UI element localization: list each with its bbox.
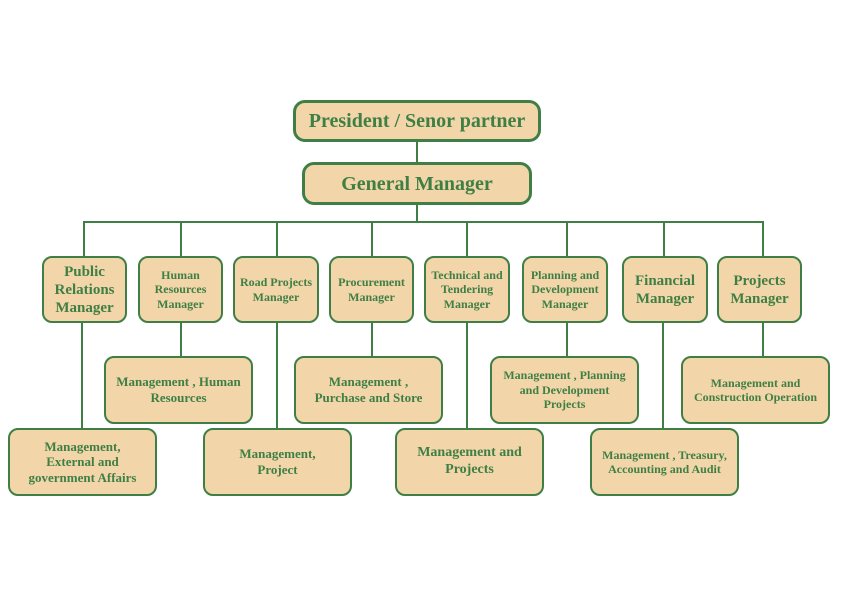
- manager-label: Procurement Manager: [338, 275, 405, 304]
- department-label: Management , Planning and Development Pr…: [503, 368, 626, 412]
- department-label: Management, External and government Affa…: [28, 438, 137, 485]
- manager-label: Planning and Development Manager: [530, 267, 600, 311]
- connector-human-resources-dept: [180, 322, 182, 358]
- manager-label: Projects Manager: [730, 272, 789, 307]
- department-project: Management, Project: [203, 428, 352, 496]
- manager-label: Human Resources Manager: [154, 267, 207, 311]
- department-projects: Management and Projects: [395, 428, 544, 496]
- manager-label: Financial Manager: [634, 272, 695, 307]
- connector-technical-dept: [466, 322, 468, 429]
- department-treasury-accounting-audit: Management , Treasury, Accounting and Au…: [590, 428, 739, 496]
- connector-procurement-dept: [371, 322, 373, 358]
- manager-road-projects: Road Projects Manager: [233, 256, 319, 323]
- connector-projects-dept: [762, 322, 764, 358]
- connector-financial-dept: [662, 322, 664, 429]
- general-manager-box: General Manager: [302, 162, 532, 205]
- department-label: Management , Purchase and Store: [314, 374, 423, 405]
- department-purchase-store: Management , Purchase and Store: [294, 356, 443, 424]
- department-construction-operation: Management and Construction Operation: [681, 356, 830, 424]
- department-label: Management and Projects: [417, 445, 522, 477]
- connector-bus-projects: [762, 221, 764, 257]
- connector-bus-financial: [663, 221, 665, 257]
- president-label: President / Senor partner: [308, 110, 526, 132]
- connector-bus-procurement: [371, 221, 373, 257]
- connector-road-projects-dept: [276, 322, 278, 429]
- manager-label: Technical and Tendering Manager: [431, 267, 503, 311]
- connector-bus-human-resources: [180, 221, 182, 257]
- manager-projects: Projects Manager: [717, 256, 802, 323]
- connector-bus-road-projects: [276, 221, 278, 257]
- manager-label: Road Projects Manager: [239, 275, 313, 304]
- connector-bus-planning: [566, 221, 568, 257]
- connector-bus-technical: [466, 221, 468, 257]
- president-box: President / Senor partner: [293, 100, 541, 142]
- department-external-government-affairs: Management, External and government Affa…: [8, 428, 157, 496]
- general-manager-label: General Manager: [341, 172, 493, 195]
- department-label: Management , Treasury, Accounting and Au…: [602, 447, 727, 476]
- manager-human-resources: Human Resources Manager: [138, 256, 223, 323]
- manager-technical-tendering: Technical and Tendering Manager: [424, 256, 510, 323]
- connector-bus-public-relations: [83, 221, 85, 257]
- department-label: Management, Project: [239, 446, 316, 477]
- connector-president-gm: [416, 141, 418, 163]
- department-label: Management , Human Resources: [116, 374, 241, 405]
- department-label: Management and Construction Operation: [694, 375, 817, 404]
- manager-label: Public Relations Manager: [54, 263, 115, 316]
- connector-manager-bus: [83, 221, 764, 223]
- department-planning-development: Management , Planning and Development Pr…: [490, 356, 639, 424]
- department-human-resources: Management , Human Resources: [104, 356, 253, 424]
- connector-public-relations-dept: [81, 322, 83, 429]
- manager-financial: Financial Manager: [622, 256, 708, 323]
- manager-procurement: Procurement Manager: [329, 256, 414, 323]
- connector-planning-dept: [566, 322, 568, 358]
- manager-planning-development: Planning and Development Manager: [522, 256, 608, 323]
- connector-gm-bus: [416, 204, 418, 222]
- manager-public-relations: Public Relations Manager: [42, 256, 127, 323]
